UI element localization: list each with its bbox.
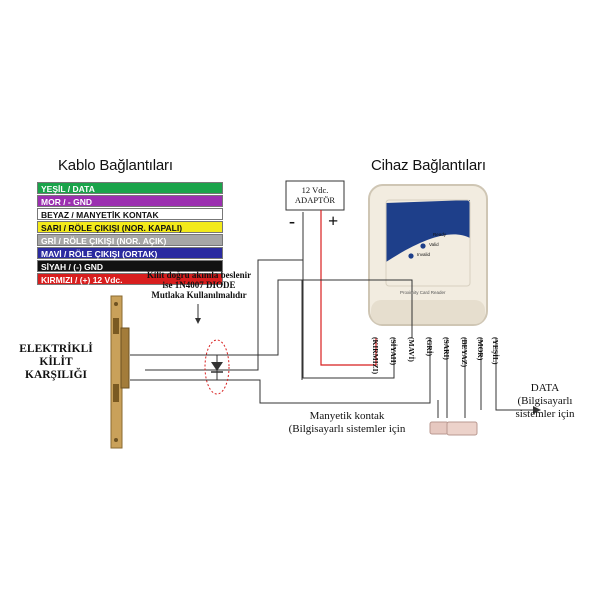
led-invalid-label: Invalid: [417, 252, 431, 257]
adapter-voltage: 12 Vdc.: [301, 185, 329, 195]
contact-label-line1: Manyetik kontak: [309, 410, 385, 422]
data-arrow-icon: [533, 406, 541, 414]
wire-label: (GRİ): [425, 337, 434, 357]
data-label: DATA (Bilgisayarlı sistemler için: [500, 382, 590, 421]
wire-label: (SARI): [442, 337, 451, 360]
led-valid-icon: [420, 243, 426, 249]
legend-row: GRİ / RÖLE ÇIKIŞI (NOR. AÇIK): [37, 234, 223, 246]
device-blue-panel: [386, 200, 470, 262]
device-caption: Proximity Card Reader: [400, 290, 446, 295]
legend-row: KIRMIZI / (+) 12 Vdc.: [37, 273, 223, 285]
card-reader-device: [368, 184, 488, 326]
adapter-plus-sign: +: [328, 211, 339, 231]
contact-label-line2: (Bilgisayarlı sistemler için: [288, 423, 406, 435]
data-label-line3: sistemler için: [515, 408, 575, 420]
wire-label: (MAVİ): [407, 337, 416, 362]
wire-label: (BEYAZ): [460, 337, 469, 368]
black-wire: [302, 260, 395, 379]
cable-connections-title: Kablo Bağlantıları: [58, 157, 173, 174]
adapter-minus-sign: -: [289, 211, 295, 231]
lock-label-line3: KARŞILIĞI: [25, 369, 87, 381]
magnetic-contact-label: Manyetik kontak (Bilgisayarlı sistemler …: [272, 410, 422, 436]
adapter-label: 12 Vdc. ADAPTÖR: [286, 185, 344, 205]
legend-row: BEYAZ / MANYETİK KONTAK: [37, 208, 223, 220]
data-label-line1: DATA: [530, 382, 560, 394]
legend-row: SİYAH / (-) GND: [37, 260, 223, 272]
wire-label: (SİYAH): [389, 337, 398, 366]
wire-label: (MOR): [476, 337, 485, 361]
legend-row: MAVİ / RÖLE ÇIKIŞI (ORTAK): [37, 247, 223, 259]
lock-top-wire: [130, 279, 303, 380]
blue-wire-link: [278, 279, 413, 338]
diode-note-line1: Kilit doğru akımla beslenir: [146, 270, 252, 280]
wire-label: (YEŞİL): [491, 337, 500, 365]
lock-label-line1: ELEKTRİKLİ: [19, 343, 93, 355]
magnetic-contact: [429, 421, 478, 436]
legend-row: YEŞİL / DATA: [37, 182, 223, 194]
led-ready-icon: [424, 233, 430, 239]
adapter-name: ADAPTÖR: [294, 195, 336, 205]
adapter-box: [285, 180, 345, 211]
wire-label: (KIRMIZI): [371, 337, 380, 375]
electric-lock-strike: [110, 295, 130, 449]
led-ready-label: Ready: [433, 232, 447, 237]
diode-icon: [204, 339, 230, 395]
lock-label: ELEKTRİKLİ KİLİT KARŞILIĞI: [6, 343, 106, 382]
legend-row: SARI / RÖLE ÇIKIŞI (NOR. KAPALI): [37, 221, 223, 233]
red-wire: [320, 210, 377, 366]
device-connections-title: Cihaz Bağlantıları: [371, 157, 486, 174]
diode-note: Kilit doğru akımla beslenir ise 1N4007 D…: [124, 270, 274, 300]
diode-note-line3: Mutlaka Kullanılmalıdır: [151, 290, 247, 300]
data-label-line2: (Bilgisayarlı: [517, 395, 573, 407]
adapter-minus-wire: [145, 212, 304, 371]
diode-note-line2: ise 1N4007 DIODE: [162, 280, 236, 290]
led-invalid-icon: [408, 253, 414, 259]
led-valid-label: Valid: [429, 242, 439, 247]
green-wire: [495, 338, 533, 411]
legend-row: MOR / - GND: [37, 195, 223, 207]
lock-label-line2: KİLİT: [39, 356, 73, 368]
